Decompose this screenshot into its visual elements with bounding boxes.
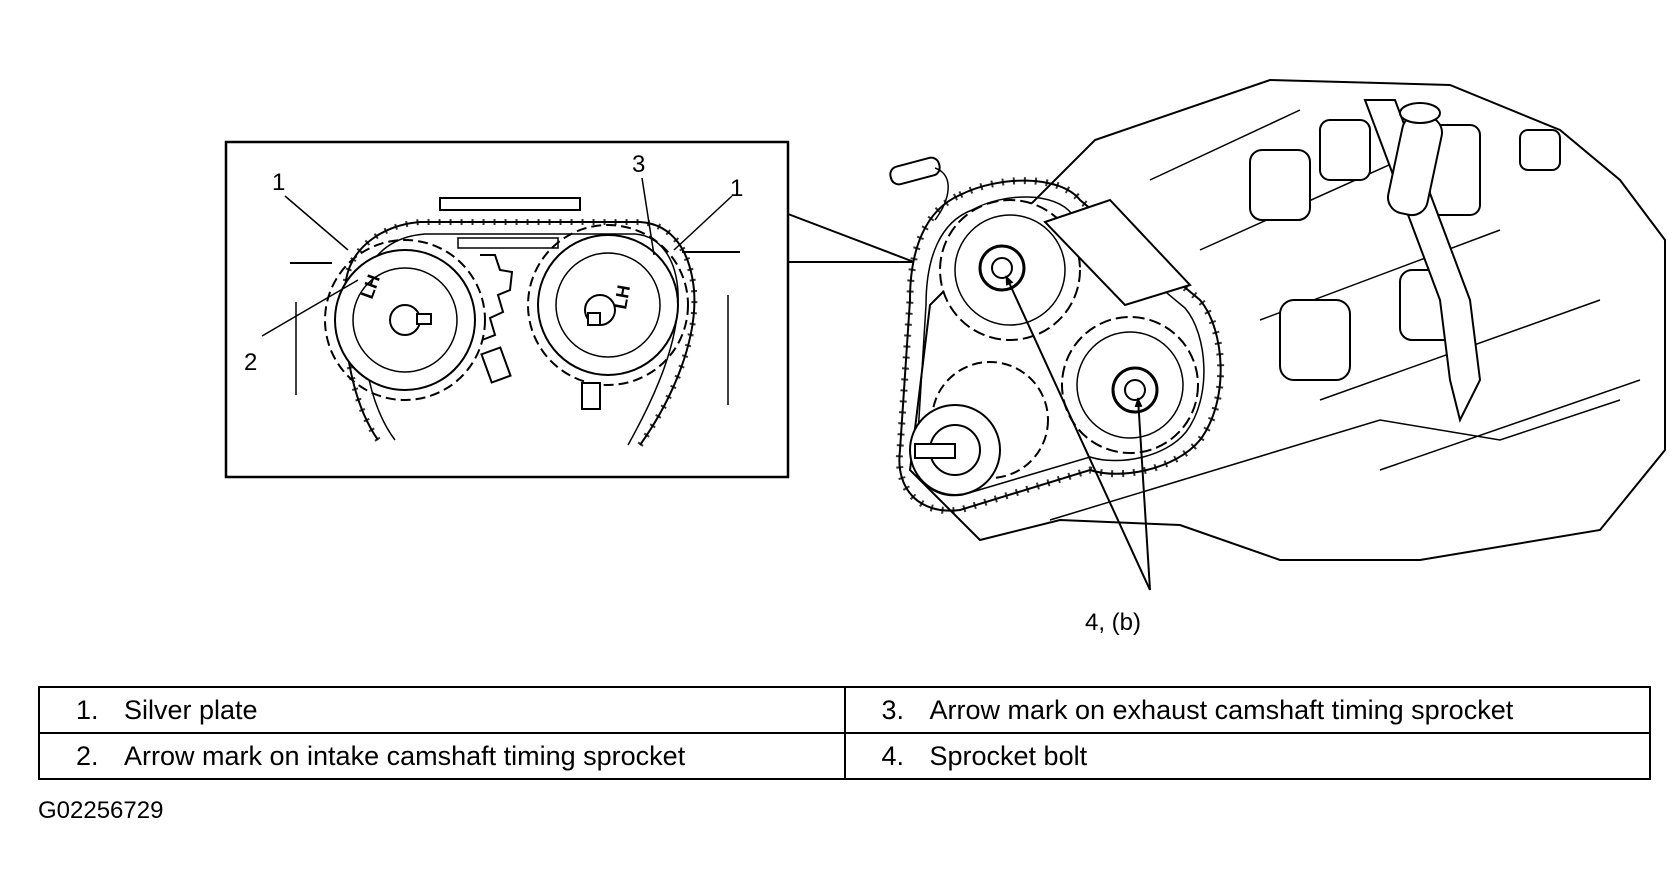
- callout-2: 2: [244, 349, 257, 376]
- figure-code: G02256729: [38, 797, 164, 824]
- legend-number: 2.: [76, 740, 99, 771]
- callout-4b: 4, (b): [1085, 609, 1141, 636]
- callout-1-left: 1: [272, 169, 285, 196]
- legend-cell: 4. Sprocket bolt: [843, 732, 1651, 780]
- legend-text: Silver plate: [124, 694, 258, 725]
- main-silver-plate: [1043, 198, 1192, 307]
- timing-chain-diagram: LH LH 1 2 3 1: [224, 78, 1666, 636]
- main-intake-sprocket: [939, 199, 1081, 341]
- idler-sprocket: [909, 361, 1049, 496]
- legend-text: Arrow mark on intake camshaft timing spr…: [124, 740, 686, 771]
- inset-connector: [787, 213, 915, 263]
- wrench: [1363, 99, 1482, 423]
- silver-plate: [439, 197, 581, 211]
- legend-row: 1. Silver plate 3. Arrow mark on exhaust c…: [38, 686, 1651, 734]
- callout-3: 3: [632, 151, 645, 178]
- callout-1-right: 1: [730, 175, 743, 202]
- legend-cell: 3. Arrow mark on exhaust camshaft timing …: [843, 686, 1651, 734]
- main-timing-chain: [898, 179, 1222, 512]
- legend-text: Sprocket bolt: [929, 740, 1088, 771]
- legend-text: Arrow mark on exhaust camshaft timing sp…: [929, 694, 1514, 725]
- sprocket-bolt: [978, 244, 1026, 292]
- legend-table: 1. Silver plate 3. Arrow mark on exhaust c…: [38, 686, 1651, 780]
- legend-row: 2. Arrow mark on intake camshaft timing s…: [38, 732, 1651, 780]
- main-exhaust-sprocket: [1061, 316, 1199, 454]
- legend-number: 1.: [76, 694, 99, 725]
- legend-number: 3.: [881, 694, 905, 725]
- sprocket-lh-label: LH: [610, 284, 634, 311]
- sprocket-bolt: [1111, 366, 1159, 414]
- legend-cell: 2. Arrow mark on intake camshaft timing s…: [38, 732, 846, 780]
- intake-sprocket: LH: [324, 239, 486, 401]
- legend-cell: 1. Silver plate: [38, 686, 846, 734]
- legend-number: 4.: [881, 740, 905, 771]
- inset-detail: LH LH 1 2 3 1: [224, 140, 790, 479]
- exhaust-sprocket: LH: [527, 224, 689, 410]
- engine-main-view: 4, (b): [889, 78, 1666, 636]
